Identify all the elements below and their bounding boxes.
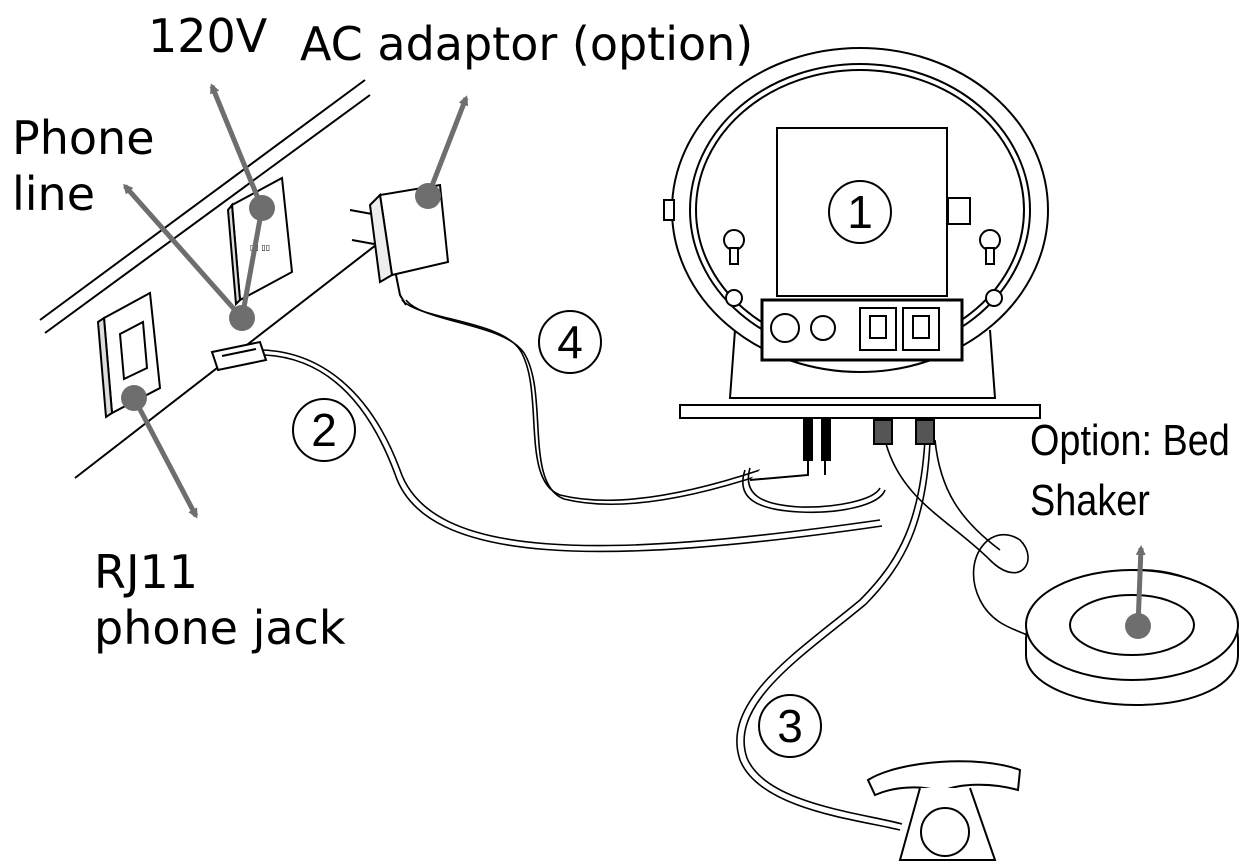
power-outlet: ▯▯ ▯▯ (226, 176, 294, 307)
pointer-arrows (123, 83, 1146, 627)
callout-4-power-cord: 4 (538, 310, 602, 374)
label-bed-shaker-1: Option: Bed (1030, 416, 1230, 465)
cords (261, 299, 1036, 831)
label-phone-line-1: Phone (12, 111, 155, 165)
rj11-wall-jack (96, 291, 162, 419)
alarm-device (663, 47, 1049, 481)
label-phone-line-2: line (12, 167, 96, 221)
pointer-dots (121, 183, 1151, 639)
callout-3-telephone-cord: 3 (758, 694, 822, 758)
svg-text:▯▯ ▯▯: ▯▯ ▯▯ (250, 243, 270, 252)
callout-1-device: 1 (828, 180, 892, 244)
wall-phone-plug (210, 340, 268, 372)
callout-2-phone-cord: 2 (292, 398, 356, 462)
label-bed-shaker-2: Shaker (1030, 476, 1150, 525)
label-rj11-2: phone jack (94, 601, 346, 655)
label-120v: 120V (148, 9, 268, 63)
telephone (866, 760, 1022, 861)
label-ac-adaptor: AC adaptor (option) (300, 17, 754, 71)
label-rj11-1: RJ11 (94, 545, 199, 599)
